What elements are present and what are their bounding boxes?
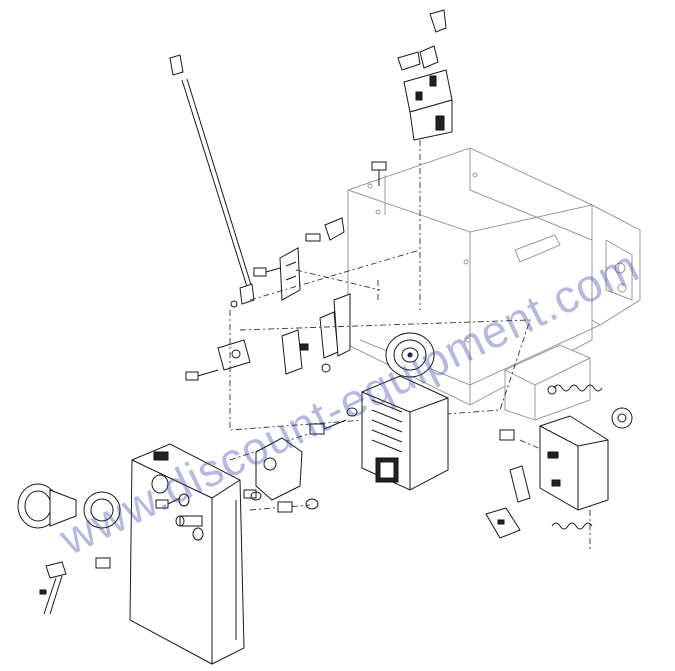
control-rod bbox=[169, 54, 255, 308]
angle-bracket bbox=[185, 339, 251, 381]
retaining-clip bbox=[305, 217, 345, 242]
microswitch bbox=[485, 507, 521, 539]
screw bbox=[371, 161, 387, 186]
panel-screw bbox=[155, 497, 181, 509]
toggle-switch-box bbox=[243, 437, 303, 501]
limit-switch-assembly bbox=[499, 407, 633, 511]
brake-coil bbox=[385, 332, 435, 378]
solenoid-contactor bbox=[397, 9, 453, 310]
fuse-holder bbox=[281, 293, 351, 375]
indicator-light bbox=[175, 515, 203, 527]
controller-bolt bbox=[309, 407, 358, 435]
hour-meter bbox=[17, 483, 121, 529]
panel-knob bbox=[250, 491, 319, 513]
return-spring bbox=[551, 522, 593, 530]
spring bbox=[547, 384, 603, 395]
key-switch bbox=[39, 557, 111, 615]
motor-controller bbox=[361, 375, 449, 491]
control-panel bbox=[129, 443, 245, 665]
